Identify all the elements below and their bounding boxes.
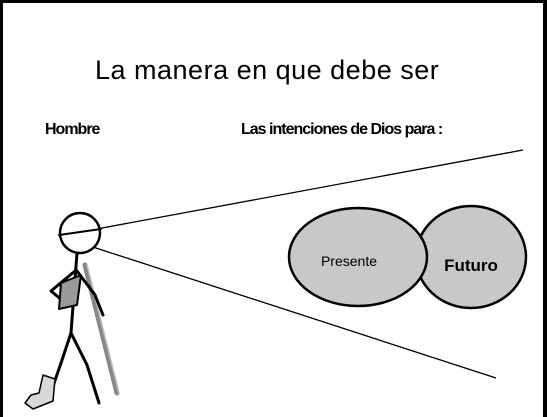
- future-oval: Futuro: [414, 204, 528, 310]
- vision-diagram: Futuro Presente: [24, 149, 528, 410]
- present-oval-shape: [287, 206, 429, 308]
- backpack: [58, 274, 82, 310]
- boot: [24, 374, 56, 410]
- slide-title: La manera en que debe ser: [95, 55, 440, 85]
- walking-staff-inner: [86, 264, 120, 394]
- man-label: Hombre: [45, 121, 100, 138]
- future-oval-label: Futuro: [444, 256, 498, 275]
- right-leg: [69, 331, 101, 405]
- right-arm: [75, 269, 105, 317]
- sight-line-upper: [58, 149, 524, 237]
- present-oval-label: Presente: [321, 253, 377, 269]
- visor: [58, 228, 102, 236]
- present-oval: Presente: [287, 206, 429, 308]
- stick-figure-man: [24, 211, 120, 410]
- sight-line-lower: [58, 235, 497, 379]
- intentions-label: Las intenciones de Dios para :: [241, 121, 443, 138]
